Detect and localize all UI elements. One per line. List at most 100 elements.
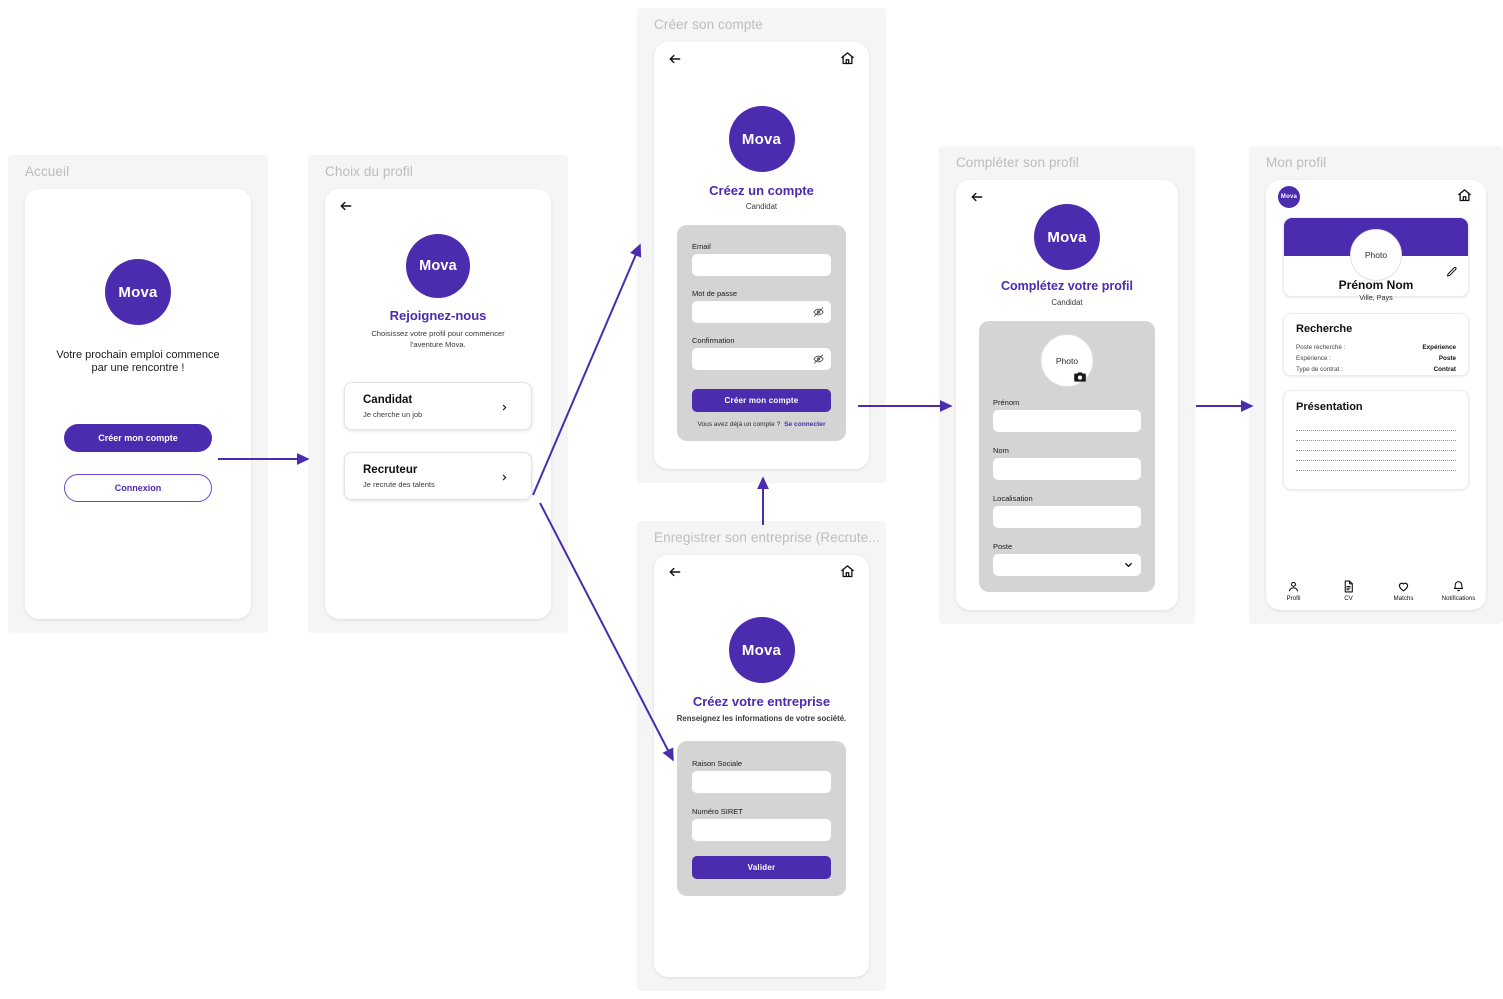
mova-logo: Mova	[406, 234, 470, 298]
prenom-input[interactable]	[993, 410, 1141, 432]
poste-select[interactable]	[993, 554, 1141, 576]
phone-completer-son-profil: Mova Complétez votre profil Candidat Pho…	[956, 180, 1178, 610]
heading-rejoignez-nous: Rejoignez-nous	[389, 308, 487, 323]
presentation-line	[1296, 470, 1456, 471]
subtitle-line2: l'aventure Mova.	[410, 340, 466, 349]
numero-siret-input[interactable]	[692, 819, 831, 841]
raison-sociale-input[interactable]	[692, 771, 831, 793]
se-connecter-link[interactable]: Se connecter	[784, 421, 826, 428]
frame-title-mon-profil: Mon profil	[1266, 155, 1327, 170]
photo-label: Photo	[1055, 355, 1079, 366]
profile-name: Prénom Nom	[1338, 278, 1414, 292]
home-icon[interactable]	[840, 51, 855, 66]
field-label-mot-de-passe: Mot de passe	[692, 289, 738, 298]
localisation-input[interactable]	[993, 506, 1141, 528]
tab-notifications[interactable]: Notifications	[1431, 580, 1486, 602]
frame-creer-son-compte: Créer son compte Mova Créez un compte Ca…	[637, 8, 886, 483]
tab-profil[interactable]: Profil	[1266, 580, 1321, 602]
mova-logo: Mova	[728, 106, 795, 172]
recherche-row: Type de contrat : Contrat	[1296, 366, 1456, 373]
edit-pencil-icon[interactable]	[1446, 266, 1458, 278]
company-form-panel: Raison Sociale Numéro SIRET Valider	[677, 741, 846, 896]
frame-mon-profil: Mon profil Mova Photo Prénom Nom Ville, …	[1249, 146, 1503, 624]
photo-upload-circle[interactable]: Photo	[1040, 334, 1094, 387]
document-icon	[1344, 580, 1353, 593]
back-arrow-icon[interactable]	[970, 190, 984, 204]
nom-input[interactable]	[993, 458, 1141, 480]
recherche-row: Expérience : Poste	[1296, 355, 1456, 362]
profile-location: Ville, Pays	[1359, 293, 1393, 302]
frame-title-accueil: Accueil	[25, 164, 70, 179]
recherche-card: Recherche Poste recherché : Expérience E…	[1283, 313, 1469, 376]
bottom-tab-bar: Profil CV Matchs Notifications	[1266, 580, 1486, 602]
phone-enregistrer-son-entreprise: Mova Créez votre entreprise Renseignez l…	[654, 555, 869, 977]
row-key: Poste recherché :	[1296, 344, 1346, 351]
presentation-line	[1296, 430, 1456, 431]
back-arrow-icon[interactable]	[339, 199, 353, 213]
field-label-email: Email	[692, 242, 711, 251]
mova-logo: Mova	[105, 259, 171, 325]
topbar: Mova	[1266, 180, 1486, 214]
subtitle-candidat: Candidat	[1051, 298, 1083, 307]
recherche-row: Poste recherché : Expérience	[1296, 344, 1456, 351]
frame-completer-son-profil: Compléter son profil Mova Complétez votr…	[939, 146, 1195, 624]
frame-enregistrer-son-entreprise: Enregistrer son entreprise (Recrute... M…	[637, 521, 886, 991]
profile-option-candidat[interactable]: Candidat Je cherche un job	[344, 382, 532, 430]
frame-accueil: Accueil Mova Votre prochain emploi comme…	[8, 155, 268, 633]
chevron-right-icon	[502, 474, 507, 481]
bell-icon	[1453, 581, 1464, 592]
phone-accueil: Mova Votre prochain emploi commence par …	[25, 189, 251, 619]
back-arrow-icon[interactable]	[668, 565, 682, 579]
profile-option-recruteur[interactable]: Recruteur Je recrute des talents	[344, 452, 532, 500]
creer-mon-compte-button[interactable]: Créer mon compte	[64, 424, 212, 452]
footer-text: Vous avez déjà un compte ?	[697, 421, 781, 428]
row-key: Expérience :	[1296, 355, 1332, 362]
mova-logo: Mova	[728, 617, 795, 683]
photo-label: Photo	[1364, 250, 1388, 260]
frame-title-choix-du-profil: Choix du profil	[325, 164, 413, 179]
heading-completez-votre-profil: Complétez votre profil	[1001, 279, 1133, 293]
topbar	[654, 555, 869, 589]
connexion-button[interactable]: Connexion	[64, 474, 212, 502]
profile-photo-circle[interactable]: Photo	[1350, 229, 1402, 281]
phone-mon-profil: Mova Photo Prénom Nom Ville, Pays Recher…	[1266, 180, 1486, 610]
presentation-card: Présentation	[1283, 390, 1469, 490]
mova-logo-badge[interactable]: Mova	[1278, 186, 1300, 208]
tagline-line2: par une rencontre !	[91, 362, 185, 374]
tab-label: CV	[1344, 595, 1353, 602]
eye-off-icon[interactable]	[813, 307, 824, 318]
field-label-poste: Poste	[993, 542, 1013, 551]
mova-logo: Mova	[1034, 204, 1100, 270]
eye-off-icon[interactable]	[813, 354, 824, 365]
email-input[interactable]	[692, 254, 831, 276]
chevron-down-icon[interactable]	[1123, 560, 1134, 571]
frame-title-enregistrer-son-entreprise: Enregistrer son entreprise (Recrute...	[654, 530, 879, 545]
home-icon[interactable]	[1457, 188, 1472, 203]
back-arrow-icon[interactable]	[668, 52, 682, 66]
frame-choix-du-profil: Choix du profil Mova Rejoignez-nous Choi…	[308, 155, 568, 633]
presentation-line	[1296, 450, 1456, 451]
camera-icon[interactable]	[1073, 370, 1087, 384]
subtitle-candidat: Candidat	[745, 202, 778, 211]
valider-button[interactable]: Valider	[692, 856, 831, 879]
field-label-nom: Nom	[993, 446, 1009, 455]
heading-creez-un-compte: Créez un compte	[709, 183, 814, 198]
person-icon	[1288, 581, 1299, 592]
topbar	[956, 180, 1178, 214]
password-input[interactable]	[692, 301, 831, 323]
confirmation-input[interactable]	[692, 348, 831, 370]
phone-choix-du-profil: Mova Rejoignez-nous Choisissez votre pro…	[325, 189, 551, 619]
field-label-raison-sociale: Raison Sociale	[692, 759, 743, 768]
tab-cv[interactable]: CV	[1321, 580, 1376, 602]
tab-label: Matchs	[1393, 595, 1414, 602]
submit-creer-mon-compte-button[interactable]: Créer mon compte	[692, 389, 831, 412]
field-label-localisation: Localisation	[993, 494, 1033, 503]
tab-matchs[interactable]: Matchs	[1376, 580, 1431, 602]
heading-creez-votre-entreprise: Créez votre entreprise	[692, 694, 831, 709]
option-sublabel: Je cherche un job	[363, 410, 423, 419]
home-icon[interactable]	[840, 564, 855, 579]
row-key: Type de contrat :	[1296, 366, 1343, 373]
frame-title-creer-son-compte: Créer son compte	[654, 17, 763, 32]
row-value: Expérience	[1422, 344, 1456, 351]
